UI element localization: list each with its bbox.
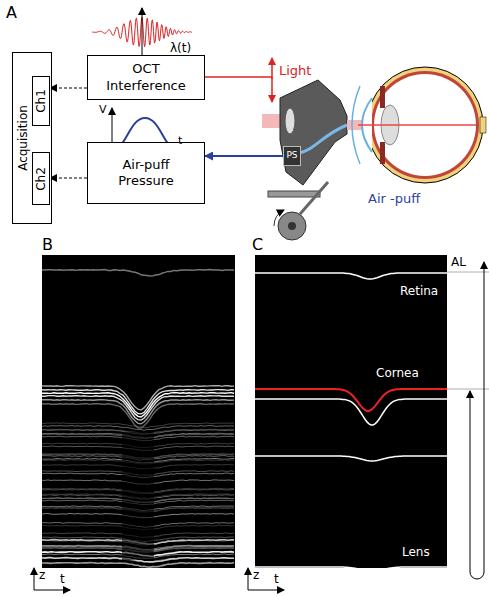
reference-line xyxy=(447,272,489,273)
axis-line xyxy=(34,568,35,590)
sensor-box: PS xyxy=(283,146,301,166)
acquisition-box: Acquisition Ch1Ch2 xyxy=(12,52,52,224)
axis-label: t xyxy=(274,573,279,586)
box-label: Ch1 xyxy=(34,89,48,113)
retina-curve xyxy=(255,273,447,279)
mount-plate xyxy=(268,191,320,197)
measure-label: AL xyxy=(451,256,466,269)
signal-connector xyxy=(50,178,87,179)
lens-curve xyxy=(255,567,447,571)
process-box: OCT Interference xyxy=(87,55,205,100)
cornea-band xyxy=(42,404,234,428)
axis-label: z xyxy=(253,569,259,582)
axis-label: V xyxy=(99,104,107,116)
panel-letter: C xyxy=(252,236,263,254)
axis-label: t xyxy=(178,135,182,147)
layer-curve xyxy=(255,456,447,461)
mscan-panel xyxy=(42,255,235,568)
beam-label: Light xyxy=(279,64,311,78)
box-label: Acquisition xyxy=(16,105,30,171)
light-line xyxy=(205,76,272,78)
rotation-arrow xyxy=(274,210,284,226)
mount-arm xyxy=(300,182,328,214)
device-housing xyxy=(280,80,347,185)
box-label: Ch2 xyxy=(34,167,48,191)
segmented-layers xyxy=(255,273,447,571)
channel-box: Ch1 xyxy=(32,76,50,126)
light-arrow xyxy=(271,77,273,102)
box-label: Air-puff Pressure xyxy=(100,157,192,190)
cornea-posterior-curve xyxy=(255,399,447,425)
axial-length-arrow xyxy=(470,262,484,579)
axis-label: z xyxy=(39,569,45,582)
airpuff-label: Air -puff xyxy=(368,192,420,206)
cornea-curve xyxy=(255,389,447,411)
iris xyxy=(380,86,385,108)
motor-axis xyxy=(288,222,296,230)
axis-line xyxy=(142,8,143,56)
panel-letter: B xyxy=(42,236,53,254)
box-label: PS xyxy=(286,150,297,161)
shadow xyxy=(122,432,154,560)
layer-label: Cornea xyxy=(376,367,419,380)
light-beam xyxy=(358,124,476,126)
segmentation-panel xyxy=(255,255,447,568)
optic-nerve xyxy=(480,117,486,133)
mscan-image xyxy=(42,270,234,567)
cornea-band xyxy=(42,400,234,424)
process-box: Air-puff Pressure xyxy=(87,142,205,204)
motor xyxy=(278,212,306,240)
iris xyxy=(380,142,385,164)
signal-connector xyxy=(205,155,283,157)
panel-letter: A xyxy=(6,4,17,22)
axis-line xyxy=(248,568,249,590)
axis-line xyxy=(34,590,70,591)
box-label: OCT Interference xyxy=(100,61,192,94)
light-arrow xyxy=(271,58,273,79)
reference-line xyxy=(447,389,489,390)
layer-label: Lens xyxy=(402,546,430,559)
signal-connector xyxy=(50,88,87,89)
layer-label: Retina xyxy=(400,285,438,298)
air-channel xyxy=(299,125,347,153)
channel-box: Ch2 xyxy=(32,152,50,205)
lens-band xyxy=(42,563,234,568)
device-lens xyxy=(285,108,295,134)
axis-label: λ(t) xyxy=(170,42,191,55)
axis-label: t xyxy=(60,573,65,586)
axis-line xyxy=(248,590,284,591)
retina-band xyxy=(42,270,234,276)
